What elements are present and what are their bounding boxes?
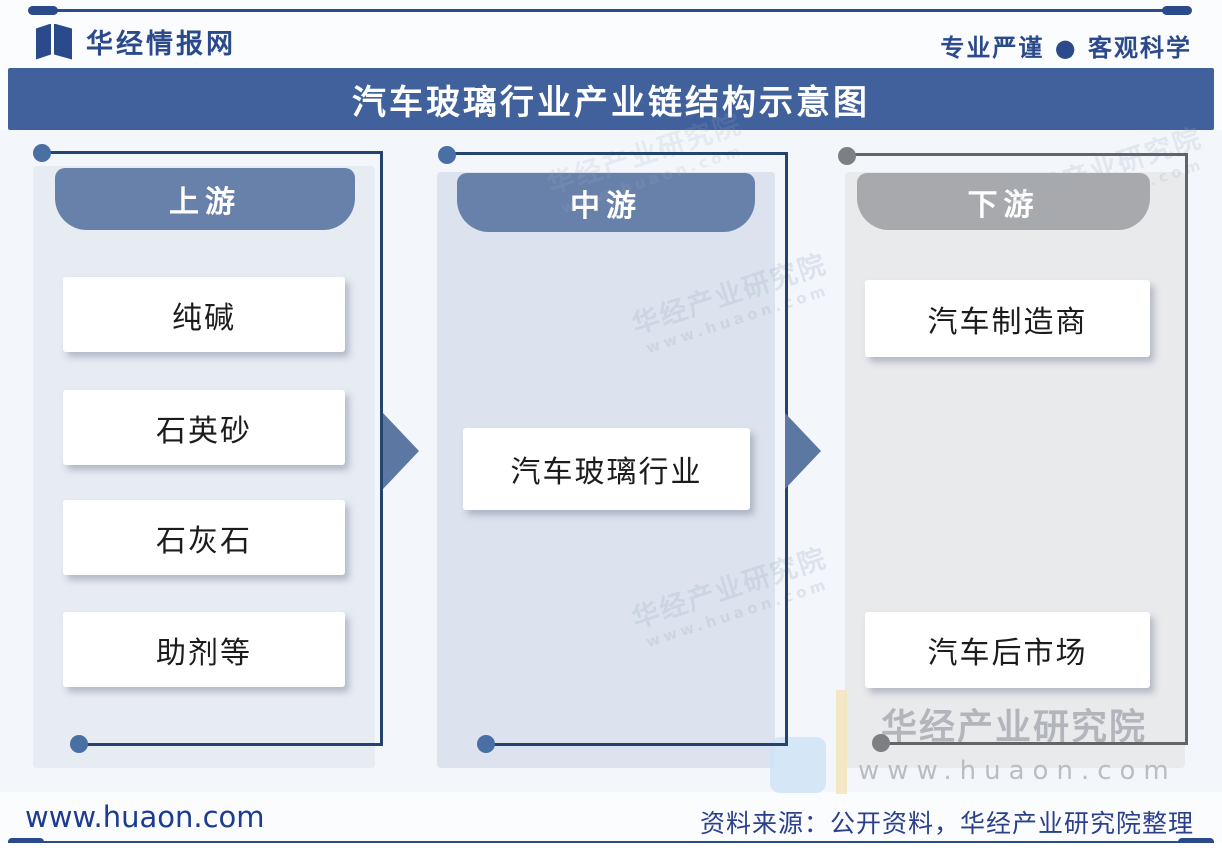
footer-line-right-cap [1178,838,1214,846]
arrow-midstream-to-downstream-icon [785,413,821,489]
downstream-item-box: 汽车后市场 [865,612,1150,688]
downstream-bracket-top [847,153,1188,156]
top-line-right-cap [1162,6,1192,15]
upstream-item-box: 石英砂 [63,390,345,465]
watermark-strip [836,690,847,794]
site-logo: 华经情报网 [36,22,236,61]
footer-bottom-margin [0,843,1222,858]
site-slogan: 专业严谨 ● 客观科学 [940,34,1192,62]
footer-line-left-cap [8,838,44,846]
midstream-bracket-dot-bottom [477,735,495,753]
site-logo-text: 华经情报网 [86,29,236,60]
top-divider-line [30,9,1190,12]
upstream-bracket-dot-bottom [70,735,88,753]
top-line-left-cap [28,6,58,15]
midstream-header: 中游 [457,173,755,232]
upstream-bracket-dot-top [33,144,51,162]
downstream-item-box: 汽车制造商 [865,280,1150,357]
downstream-bracket-dot-top [838,147,856,165]
downstream-bracket-bottom [881,742,1188,745]
upstream-bracket-top [42,151,383,154]
midstream-bracket-top [447,152,788,155]
midstream-bracket-dot-top [438,146,456,164]
watermark-logo-square [770,737,826,793]
upstream-header: 上游 [55,168,355,230]
footer-data-source: 资料来源：公开资料，华经产业研究院整理 [699,809,1194,838]
upstream-bracket-bottom [79,743,383,746]
huajing-logo-icon [36,23,72,60]
diagram-title: 汽车玻璃行业产业链结构示意图 [352,82,870,123]
midstream-item-box: 汽车玻璃行业 [463,428,750,510]
footer-divider-line [8,841,1214,843]
midstream-bracket-bottom [486,743,788,746]
upstream-item-box: 纯碱 [63,277,345,352]
upstream-item-box: 石灰石 [63,500,345,575]
arrow-upstream-to-midstream-icon [383,413,419,489]
footer-site-url: www.huaon.com [25,800,265,834]
upstream-item-box: 助剂等 [63,612,345,687]
downstream-bracket-right [1185,153,1188,745]
upstream-bracket-right [380,151,383,746]
diagram-title-bar: 汽车玻璃行业产业链结构示意图 [8,68,1214,130]
downstream-header: 下游 [857,173,1150,230]
downstream-bracket-dot-bottom [872,734,890,752]
